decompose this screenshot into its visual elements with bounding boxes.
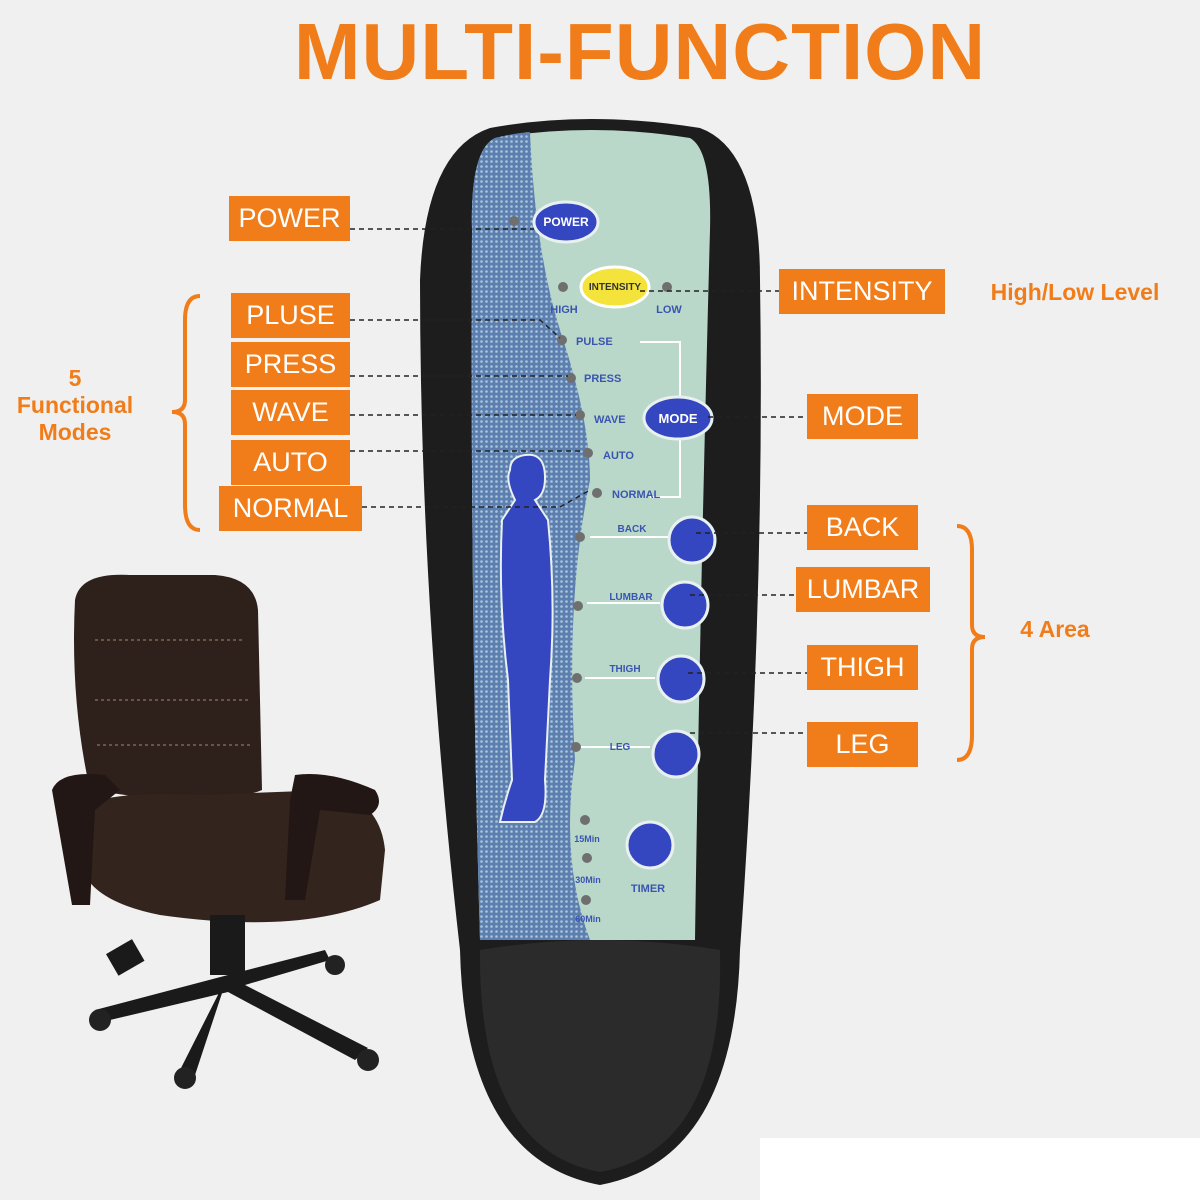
human-silhouette-icon [498, 453, 554, 823]
modes-caption: 5 Functional Modes [0, 365, 150, 446]
remote-mode-normal: NORMAL [612, 489, 661, 501]
page-title: MULTI-FUNCTION [293, 7, 987, 96]
label-power: POWER [229, 196, 350, 241]
remote-mode-auto: AUTO [603, 450, 634, 462]
remote-area-lumbar: LUMBAR [609, 592, 653, 603]
remote-area-leg: LEG [610, 742, 631, 753]
label-area-leg: LEG [807, 722, 918, 767]
remote-timer-15: 15Min [574, 834, 600, 844]
office-chair-image [52, 574, 385, 1089]
modes-brace-icon [171, 294, 201, 532]
label-area-lumbar: LUMBAR [796, 567, 930, 612]
mode-button [642, 395, 714, 441]
label-mode-pluse: PLUSE [231, 293, 350, 338]
label-mode-normal: NORMAL [219, 486, 362, 531]
remote-mode-press: PRESS [584, 373, 621, 385]
label-mode-auto: AUTO [231, 440, 350, 485]
remote-timer-30: 30Min [575, 875, 601, 885]
remote-timer-label: TIMER [631, 883, 665, 895]
power-button [532, 200, 600, 244]
leader-lines [350, 228, 807, 734]
label-area-back: BACK [807, 505, 918, 550]
intensity-button [579, 265, 651, 309]
area-caption: 4 Area [1020, 616, 1090, 642]
remote-intensity-label: INTENSITY [589, 282, 642, 293]
label-area-thigh: THIGH [807, 645, 918, 690]
modes-caption-count: 5 [68, 365, 82, 391]
remote-mode-label: MODE [659, 411, 698, 426]
label-mode-wave: WAVE [231, 390, 350, 435]
label-mode-press: PRESS [231, 342, 350, 387]
remote-high-label: HIGH [550, 304, 578, 316]
label-mode: MODE [807, 394, 918, 439]
remote-mode-pulse: PULSE [576, 336, 613, 348]
massage-remote-control: POWER INTENSITY HIGH LOW PULSE PRESS WAV… [420, 119, 761, 1185]
label-intensity: INTENSITY [779, 269, 945, 314]
remote-area-thigh: THIGH [609, 664, 640, 675]
modes-caption-line3: Modes [38, 419, 112, 445]
remote-area-back: BACK [618, 524, 648, 535]
remote-power-label: POWER [543, 215, 589, 229]
remote-timer-60: 60Min [575, 914, 601, 924]
areas-brace-icon [956, 524, 986, 762]
modes-caption-line2: Functional [16, 392, 134, 418]
high-low-caption: High/Low Level [990, 279, 1160, 305]
remote-low-label: LOW [656, 304, 682, 316]
remote-mode-wave: WAVE [594, 414, 626, 426]
background-strip [760, 1138, 1200, 1200]
